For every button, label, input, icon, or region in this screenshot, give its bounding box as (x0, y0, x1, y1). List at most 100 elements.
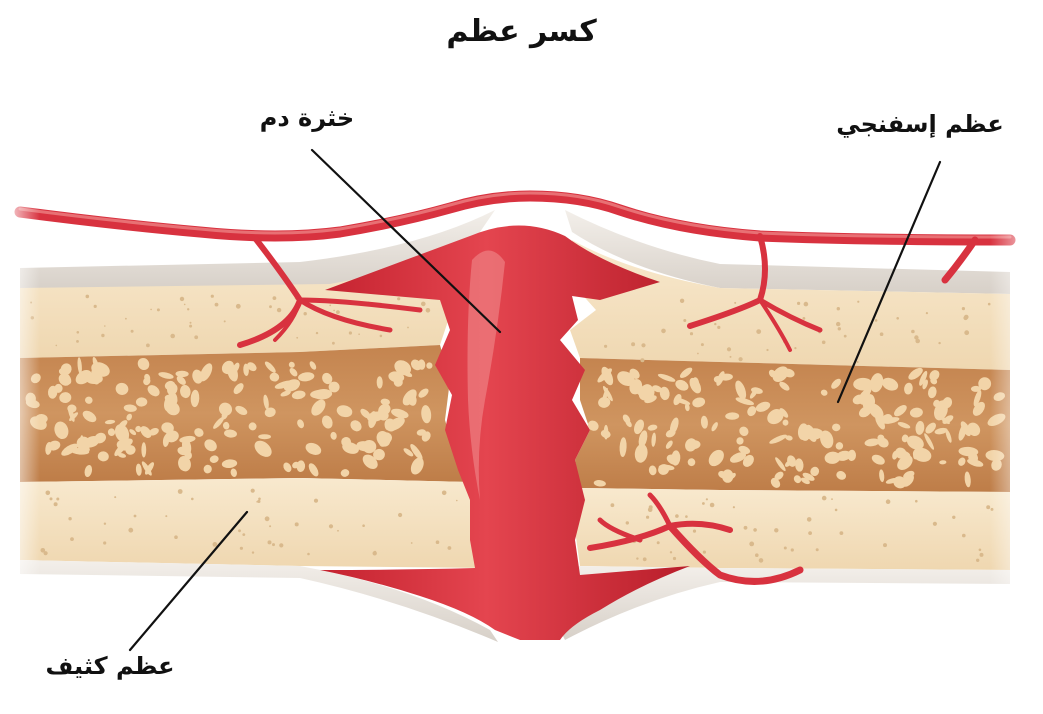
compact-speckle (269, 305, 272, 308)
compact-speckle (86, 295, 90, 299)
compact-speckle (753, 528, 757, 532)
compact-speckle (717, 326, 720, 329)
compact-speckle (131, 330, 134, 333)
compact-speckle (224, 320, 226, 322)
left-edge-fade (0, 190, 40, 590)
compact-speckle (636, 557, 638, 559)
compact-speckle (146, 344, 150, 348)
compact-speckle (641, 343, 645, 347)
compact-speckle (170, 334, 175, 339)
compact-speckle (333, 310, 335, 312)
spongy-pore (783, 420, 789, 426)
compact-speckle (265, 516, 270, 521)
compact-speckle (236, 304, 241, 309)
compact-speckle (680, 299, 684, 303)
compact-speckle (46, 491, 51, 496)
compact-speckle (733, 506, 735, 508)
left-compact-bone-bottom (20, 478, 490, 568)
compact-speckle (803, 317, 806, 320)
compact-speckle (962, 534, 966, 538)
compact-speckle (979, 549, 982, 552)
compact-speckle (134, 515, 137, 518)
compact-speckle (150, 309, 152, 311)
compact-speckle (211, 295, 214, 298)
compact-speckle (165, 515, 167, 517)
compact-speckle (702, 502, 705, 505)
compact-speckle (213, 542, 218, 547)
compact-speckle (831, 498, 833, 500)
compact-speckle (397, 297, 400, 300)
compact-speckle (835, 509, 838, 512)
compact-speckle (703, 551, 706, 554)
compact-speckle (101, 334, 104, 337)
compact-speckle (701, 343, 704, 346)
compact-speckle (980, 553, 984, 557)
compact-speckle (104, 523, 106, 525)
label-spongy-bone: عظم إسفنجي (815, 110, 1025, 138)
compact-speckle (436, 540, 440, 544)
compact-speckle (256, 501, 258, 503)
compact-speckle (277, 308, 281, 312)
compact-speckle (766, 349, 768, 351)
diagram-title: كسر عظم (0, 14, 1043, 49)
compact-speckle (964, 330, 969, 335)
compact-speckle (816, 548, 819, 551)
compact-speckle (756, 329, 761, 334)
compact-speckle (272, 543, 275, 546)
compact-speckle (316, 332, 318, 334)
compact-speckle (398, 513, 402, 517)
compact-speckle (114, 496, 116, 498)
compact-speckle (194, 335, 198, 339)
compact-speckle (380, 335, 383, 338)
compact-speckle (94, 305, 97, 308)
compact-speckle (631, 342, 635, 346)
compact-speckle (68, 517, 71, 520)
compact-speckle (836, 322, 840, 326)
compact-speckle (611, 503, 615, 507)
compact-speckle (915, 500, 918, 503)
compact-speckle (661, 329, 666, 334)
compact-speckle (373, 551, 377, 555)
compact-speckle (844, 335, 847, 338)
compact-speckle (76, 340, 79, 343)
compact-speckle (307, 553, 310, 556)
compact-speckle (314, 499, 318, 503)
label-compact-bone: عظم كثيف (20, 652, 200, 680)
compact-speckle (706, 498, 708, 500)
compact-speckle (807, 517, 812, 522)
compact-speckle (883, 543, 887, 547)
label-blood-clot: خثرة دم (232, 104, 382, 132)
compact-speckle (744, 526, 748, 530)
compact-speckle (739, 357, 743, 361)
compact-speckle (657, 541, 660, 544)
compact-speckle (178, 489, 183, 494)
compact-speckle (727, 347, 731, 351)
compact-speckle (269, 525, 271, 527)
compact-speckle (755, 553, 759, 557)
compact-speckle (349, 331, 352, 334)
compact-speckle (952, 516, 955, 519)
compact-speckle (407, 327, 409, 329)
compact-speckle (604, 345, 607, 348)
spongy-pore (258, 434, 271, 439)
compact-speckle (442, 491, 447, 496)
compact-speckle (880, 332, 884, 336)
compact-speckle (640, 358, 644, 362)
right-compact-bone-bottom (575, 488, 1010, 570)
compact-speckle (646, 516, 649, 519)
compact-speckle (857, 361, 859, 363)
compact-speckle (683, 319, 686, 322)
compact-speckle (268, 540, 272, 544)
compact-speckle (643, 557, 647, 561)
compact-speckle (759, 558, 764, 563)
compact-speckle (784, 547, 787, 550)
compact-speckle (104, 325, 106, 327)
compact-speckle (54, 502, 58, 506)
compact-speckle (191, 498, 194, 501)
compact-speckle (875, 319, 878, 322)
compact-speckle (336, 310, 340, 314)
compact-speckle (693, 530, 696, 533)
compact-speckle (238, 529, 241, 532)
compact-speckle (675, 514, 679, 518)
compact-speckle (252, 551, 254, 553)
